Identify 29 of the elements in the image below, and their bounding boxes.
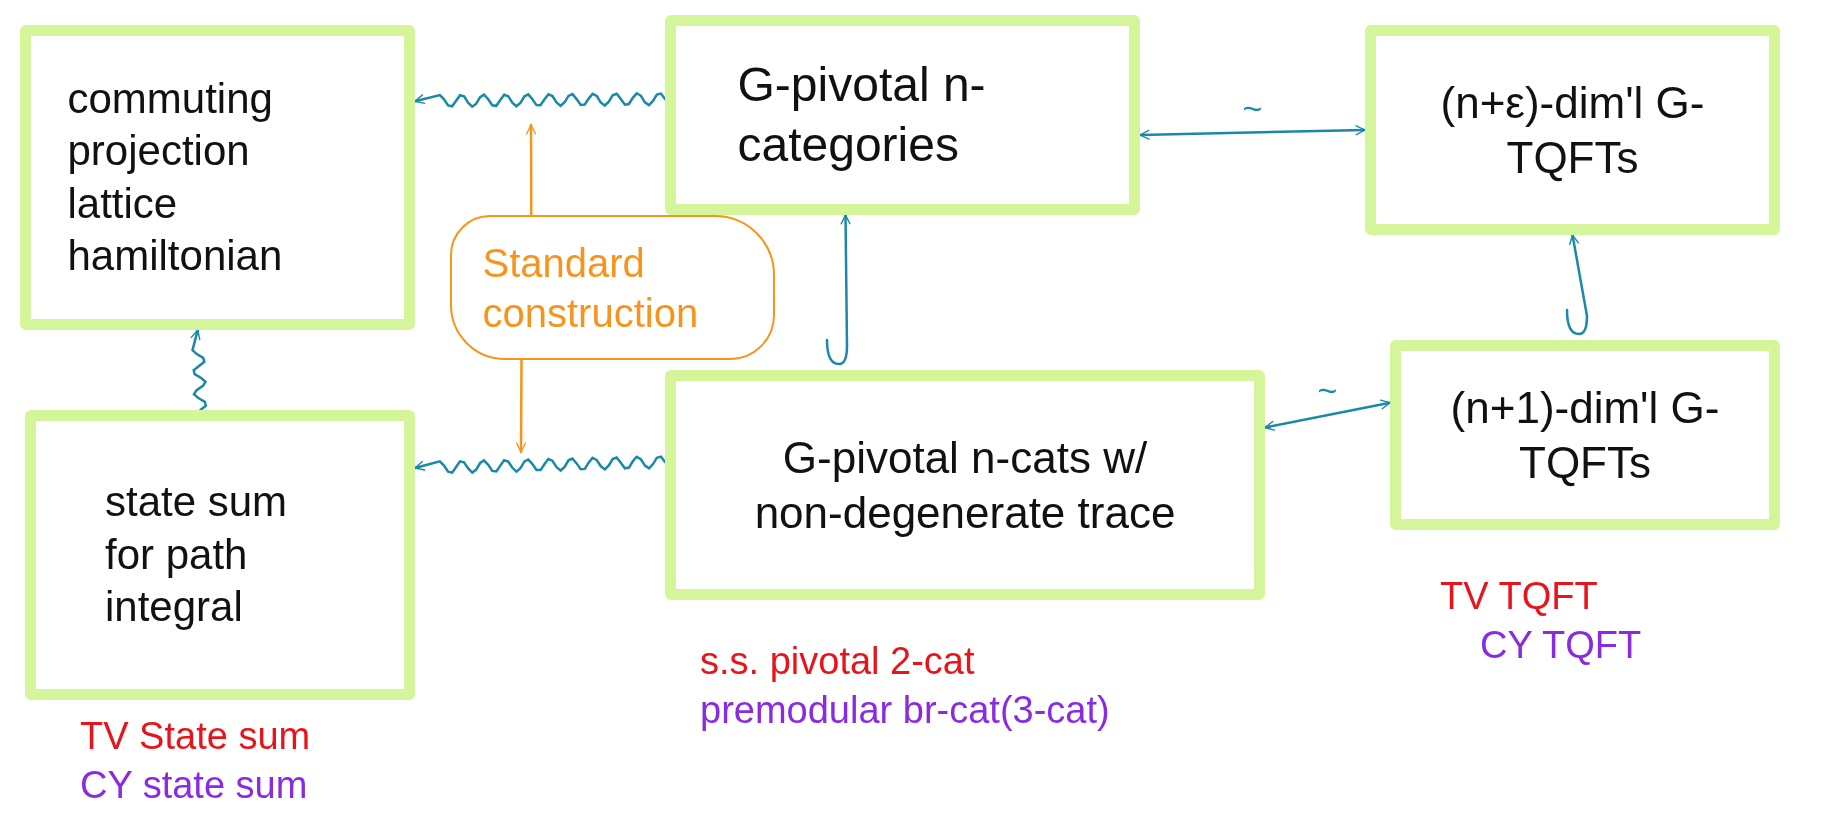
node-text: G-pivotal n-cats w/ non-degenerate trace [753,432,1177,539]
node-text: state sum for path integral [105,477,289,633]
example-note: TV State sum [80,715,311,758]
process-box [25,410,415,700]
process-box [20,25,415,330]
example-note: TV TQFT [1440,575,1599,618]
arrow [1263,399,1392,431]
process-box [665,370,1265,600]
node-text: (n+1)-dim'l G-TQFTs [1449,382,1721,489]
example-note: premodular br-cat(3-cat) [700,689,1110,732]
arrow [525,123,537,217]
squiggly-arrow [190,328,208,412]
cloud-callout [450,215,775,360]
node-text: G-pivotal n-categories [737,57,987,173]
example-note: s.s. pivotal 2-cat [700,640,976,683]
squiggly-arrow [413,91,667,109]
hook-arrow [1565,233,1589,336]
hook-arrow [825,213,851,366]
process-box [665,15,1140,215]
squiggly-arrow [413,455,667,475]
node-text: (n+ε)-dim'l G-TQFTs [1439,77,1706,184]
example-note: CY TQFT [1480,624,1642,667]
process-box [1365,25,1780,235]
process-box [1390,340,1780,530]
node-text: Standard construction [482,239,700,337]
example-note: CY state sum [80,764,309,807]
node-text: commuting projection lattice hamiltonian [67,73,284,281]
arrow [1138,125,1367,140]
arrow [515,358,527,454]
